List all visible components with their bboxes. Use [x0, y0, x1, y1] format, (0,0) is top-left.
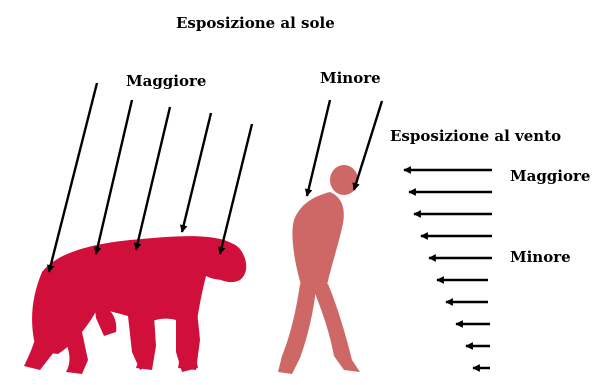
sun-arrows-quadruped: [46, 82, 254, 273]
sun-arrows-biped: [304, 99, 384, 197]
sun-arrow: [133, 106, 172, 251]
sun-arrow: [179, 112, 213, 233]
sun-arrow: [93, 99, 134, 255]
sun-exposure-title: Esposizione al sole: [176, 14, 335, 32]
biped-silhouette: [278, 165, 360, 374]
sun-arrow: [217, 123, 254, 255]
sun-arrow: [304, 99, 332, 197]
wind-lesser-label: Minore: [510, 248, 571, 266]
wind-greater-label: Maggiore: [510, 167, 591, 185]
quadruped-silhouette: [24, 236, 247, 374]
sun-lesser-label: Minore: [320, 69, 381, 87]
sun-arrow: [352, 100, 384, 191]
wind-exposure-title: Esposizione al vento: [390, 127, 562, 145]
sun-arrow: [46, 82, 99, 273]
wind-arrows: [403, 166, 492, 372]
sun-greater-label: Maggiore: [126, 72, 207, 90]
